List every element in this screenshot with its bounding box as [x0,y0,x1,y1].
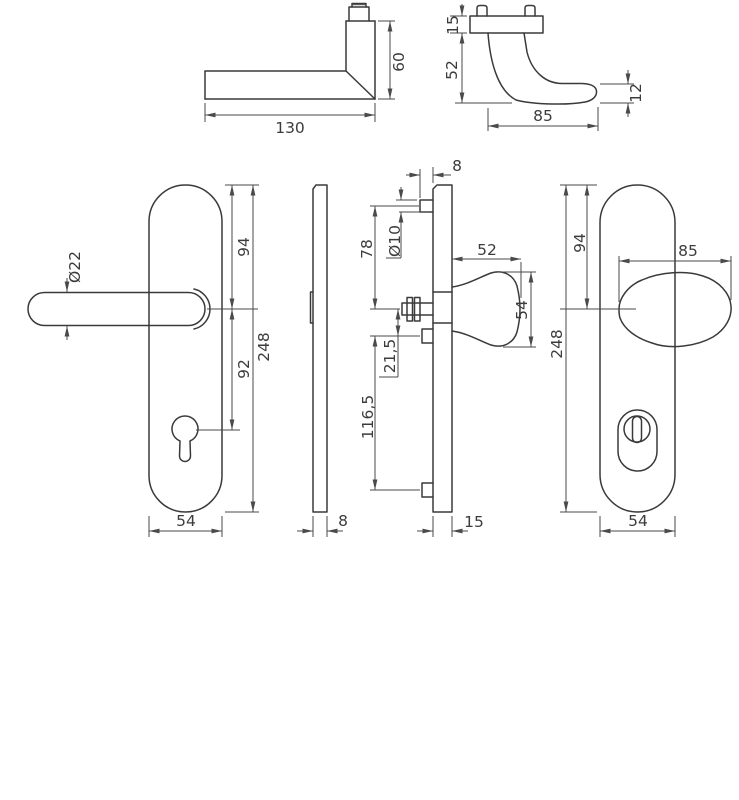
dimension-52: 52 [443,33,512,104]
dimension-94-left: 94 [207,185,258,310]
dim-label-94-right: 94 [571,233,589,253]
dim-label-dia22: Ø22 [66,251,84,283]
dimension-54-knob: 54 [498,271,536,348]
knob-plate-front-view: 85 94 248 54 [548,184,732,537]
dim-label-8-screw: 8 [452,157,462,175]
lever-grip-profile [487,32,598,105]
dim-label-12: 12 [627,83,645,103]
dimension-248-right: 248 [548,184,597,513]
dimension-8-screw: 8 [406,157,462,198]
dimension-dia10: Ø10 [386,187,430,259]
euro-cylinder-keyhole [171,415,199,463]
plate-section-outline [432,184,453,513]
knob-plate-section-view: 8 Ø10 78 21,5 [358,157,536,537]
dimension-12: 12 [600,70,645,117]
dimension-94-right: 94 [560,185,636,310]
dim-label-54-knob: 54 [513,300,531,320]
dimension-dia22: Ø22 [64,251,84,340]
lever-handle-outline [204,20,376,100]
dim-label-94: 94 [235,237,253,257]
dim-label-248: 248 [255,332,273,362]
dim-label-116-5: 116,5 [359,395,377,439]
dimension-52-knob: 52 [452,241,522,298]
lever-handle [27,291,206,327]
hub-bump [309,291,314,324]
dim-label-52-knob: 52 [477,241,497,259]
dimension-92: 92 [196,309,253,431]
dimension-8-profile: 8 [297,512,348,537]
lever-plate-front-view: Ø22 94 92 248 [27,184,273,537]
plate-side-profile-view: 8 [297,184,348,537]
dimension-248-left: 248 [225,184,273,513]
dim-label-54: 54 [176,512,196,530]
mounting-base [469,4,544,34]
dimension-15: 15 [444,4,467,35]
fixing-lug [421,328,434,344]
dim-label-248-right: 248 [548,329,566,359]
knob-front-outline [618,271,732,348]
cylinder-rose [617,409,658,472]
dim-label-dia10: Ø10 [386,225,404,257]
fixing-lug [421,482,434,498]
dim-label-60: 60 [390,52,408,72]
fixing-stud [476,4,488,17]
dim-label-15: 15 [464,513,484,531]
cover-slot [631,415,643,444]
cylinder-cover [623,415,651,443]
dim-label-78: 78 [358,239,376,259]
dim-label-54-right: 54 [628,512,648,530]
lever-handle-side-view: 15 52 85 12 [443,4,645,131]
dimension-60: 60 [378,20,408,100]
dimension-116-5: 116,5 [359,335,420,491]
dimension-85-knob: 85 [618,242,732,302]
fixing-stud [524,4,536,17]
knob-side-profile [451,271,521,347]
spindle-collar [413,296,421,322]
spindle-shaft [401,302,434,316]
backplate-outline [599,184,676,513]
dim-label-92: 92 [235,359,253,379]
dimension-130: 130 [204,103,376,137]
spindle-stub [348,2,370,22]
lever-handle-top-view: 130 60 [204,2,408,137]
dim-label-85: 85 [533,107,553,125]
fixing-screw [419,199,434,213]
backplate-outline [148,184,223,513]
dimension-21-5: 21,5 [379,309,401,378]
dim-label-85-knob: 85 [678,242,698,260]
dim-label-130: 130 [275,119,305,137]
dim-label-21-5: 21,5 [381,339,399,374]
dimension-54-left: 54 [148,512,223,537]
dim-label-15: 15 [444,15,462,35]
dimension-15-thickness: 15 [417,513,484,537]
dimension-78: 78 [358,205,419,310]
spindle-collar [406,296,414,322]
rose-outline [617,409,658,472]
plate-profile-outline [312,184,328,513]
dim-label-8: 8 [338,512,348,530]
dimension-54-right: 54 [599,512,676,537]
dim-label-52: 52 [443,60,461,80]
dimension-85: 85 [487,107,599,131]
